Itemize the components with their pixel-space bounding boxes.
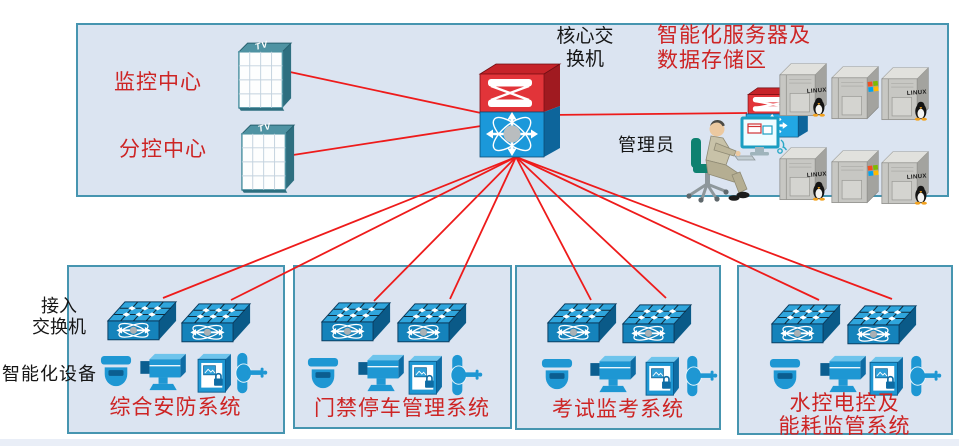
access-switch-icon <box>396 302 468 343</box>
server-area-title-line2: 数据存储区 <box>657 49 767 72</box>
system-label-line: 水控电控及 <box>789 392 900 415</box>
access-panel-icon <box>197 352 232 394</box>
dome-camera-icon <box>307 358 339 389</box>
connection-line <box>449 156 517 300</box>
access-switch-icon <box>546 302 618 343</box>
connection-line <box>515 156 592 301</box>
connection-line <box>289 71 482 114</box>
connection-line <box>545 112 748 116</box>
turnstile-icon <box>909 355 942 397</box>
system-label-parking: 门禁停车管理系统 <box>293 397 511 420</box>
admin-person-icon <box>684 116 788 205</box>
access-switch-icon <box>621 303 693 344</box>
access-switch-icon <box>846 304 918 345</box>
monitoring-center-label: 监控中心 <box>114 71 202 94</box>
system-box-parking <box>293 265 512 429</box>
system-label-security: 综合安防系统 <box>67 396 284 419</box>
system-label-line: 综合安防系统 <box>109 396 242 419</box>
tv-wall-icon-subcontrol <box>241 124 295 194</box>
server-windows-icon <box>832 151 879 203</box>
core-switch-label-line2: 换机 <box>565 49 604 70</box>
dome-camera-icon <box>769 359 801 390</box>
turnstile-icon <box>235 352 268 394</box>
access-switch-label-line1: 接入 <box>41 296 77 316</box>
connection-line <box>515 156 667 299</box>
access-switch-label: 接入 交换机 <box>22 296 96 338</box>
system-label-line: 门禁停车管理系统 <box>314 397 490 420</box>
connection-line <box>373 156 517 302</box>
box-camera-icon <box>819 355 867 393</box>
server-windows-icon <box>832 67 879 119</box>
sub-control-center-label: 分控中心 <box>119 138 207 161</box>
access-switch-label-line2: 交换机 <box>32 317 86 337</box>
connection-line <box>230 156 517 301</box>
connection-line <box>162 156 517 299</box>
box-camera-icon <box>357 354 405 392</box>
core-switch-label-line1: 核心交 <box>556 26 614 47</box>
system-label-exam: 考试监考系统 <box>515 398 721 421</box>
bottom-strip <box>0 439 959 446</box>
devices-label: 智能化设备 <box>2 364 97 384</box>
system-label-line: 考试监考系统 <box>552 398 684 421</box>
linux-badge: LINUX <box>907 174 927 181</box>
system-label-energy: 水控电控及 能耗监管系统 <box>737 392 952 438</box>
connection-line <box>515 156 820 301</box>
server-area-title: 智能化服务器及 数据存储区 <box>657 23 811 73</box>
core-switch-icon <box>478 62 562 159</box>
turnstile-icon <box>685 355 718 397</box>
server-area-title-line1: 智能化服务器及 <box>657 24 811 47</box>
linux-badge: LINUX <box>807 88 827 95</box>
connection-line <box>515 156 893 300</box>
linux-badge: LINUX <box>907 90 927 97</box>
access-panel-icon <box>869 355 904 397</box>
core-switch-label: 核心交 换机 <box>541 25 629 71</box>
system-box-energy <box>737 265 953 435</box>
dome-camera-icon <box>100 356 132 387</box>
turnstile-icon <box>450 354 483 396</box>
tv-wall-label: TV <box>257 121 273 134</box>
system-label-line: 能耗监管系统 <box>778 415 911 438</box>
access-panel-icon <box>408 354 443 396</box>
box-camera-icon <box>139 353 187 391</box>
tv-wall-label: TV <box>254 39 270 52</box>
connection-lines <box>162 71 893 302</box>
system-box-exam <box>515 265 721 430</box>
access-panel-icon <box>645 355 680 397</box>
connection-line <box>292 125 482 156</box>
linux-badge: LINUX <box>807 172 827 179</box>
tv-wall-icon-monitoring <box>238 42 292 112</box>
access-switch-icon <box>180 302 252 343</box>
access-switch-icon <box>106 300 178 341</box>
access-switch-icon <box>770 303 842 344</box>
admin-label: 管理员 <box>618 135 675 155</box>
dome-camera-icon <box>541 359 573 390</box>
box-camera-icon <box>589 355 637 393</box>
access-switch-icon <box>320 301 392 342</box>
